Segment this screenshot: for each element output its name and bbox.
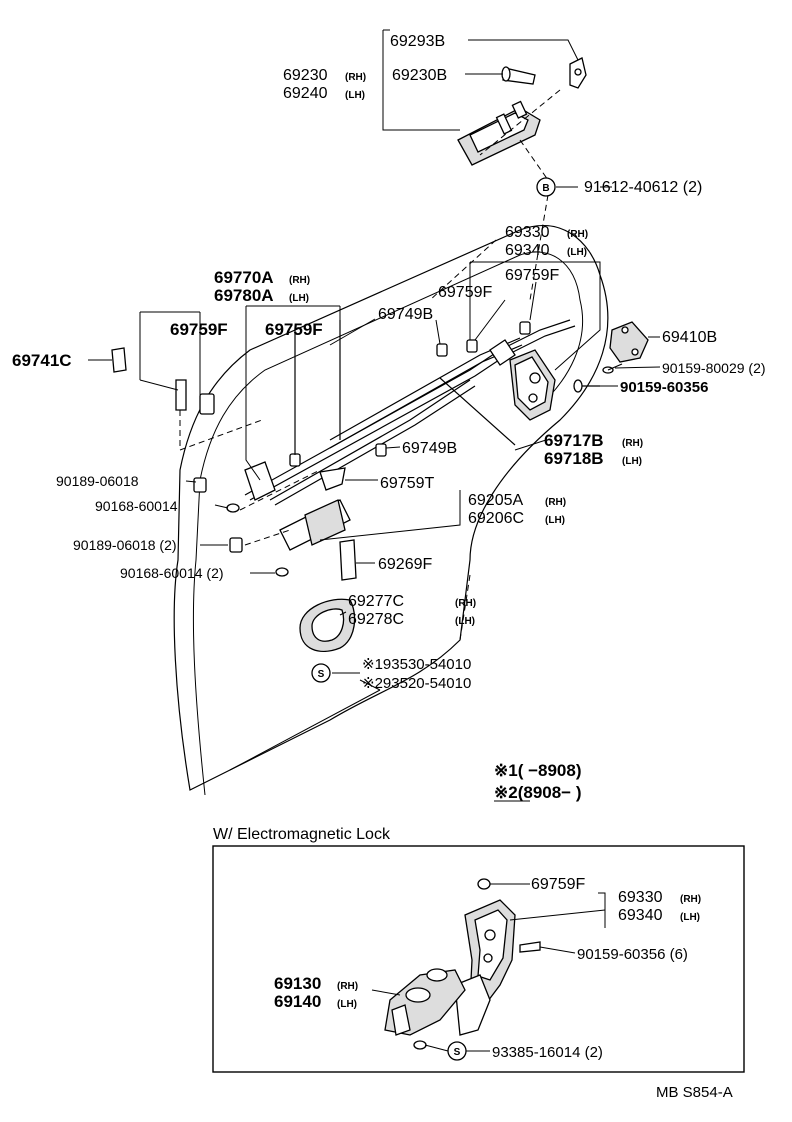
clips [175,321,531,467]
left-fasteners [193,461,289,577]
label-69293B: 69293B [390,33,445,50]
label-69759F-top: 69759F [505,267,559,284]
svg-text:(RH): (RH) [622,438,643,449]
svg-text:S: S [454,1047,461,1058]
label-69340: 69340 [505,242,550,259]
inset-label-93385-16014: 93385-16014 (2) [492,1044,603,1061]
svg-text:(RH): (RH) [680,894,701,905]
svg-text:(RH): (RH) [567,229,588,240]
inset-label-69130: 69130 [274,974,321,993]
marker-s: S [311,663,331,683]
label-90189-06018: 90189-06018 [56,473,139,489]
label-69759F-left: 69759F [170,320,228,339]
label-69759T: 69759T [380,475,434,492]
inset-label-69759F: 69759F [531,876,585,893]
svg-text:S: S [318,669,325,680]
inside-handle-assembly [279,467,357,652]
inset-label-69330: 69330 [618,889,663,906]
label-69230B: 69230B [392,67,447,84]
svg-text:(RH): (RH) [345,72,366,83]
part-69741C [111,347,127,373]
legend-note-1: ※1( −8908) [494,761,582,780]
label-69269F: 69269F [378,556,432,573]
label-69330: 69330 [505,224,550,241]
svg-text:(LH): (LH) [345,90,365,101]
svg-text:(RH): (RH) [289,275,310,286]
svg-text:(LH): (LH) [337,999,357,1010]
label-69410B: 69410B [662,329,717,346]
label-90168-60014-2: 90168-60014 (2) [120,565,224,581]
label-69230: 69230 [283,67,328,84]
svg-text:(RH): (RH) [337,981,358,992]
label-90189-06018-2: 90189-06018 (2) [73,537,177,553]
marker-b: B [536,177,556,197]
screw-90159-80029 [602,363,623,374]
outside-handle-assembly [457,57,587,166]
label-69749B-top: 69749B [378,306,433,323]
label-90159-80029: 90159-80029 (2) [662,360,766,376]
drawing-code: MB S854-A [656,1084,733,1101]
door-lock-assembly [489,339,556,421]
svg-text:B: B [542,183,549,194]
label-69278C: 69278C [348,611,404,628]
legend-note-2: ※2(8908− ) [494,783,582,802]
label-69718B: 69718B [544,449,604,468]
part-labels: 69293B 69230 (RH) 69240 (LH) 69230B 9161… [12,33,766,692]
label-90168-60014: 90168-60014 [95,498,178,514]
leader-lines [88,186,661,771]
label-69770A: 69770A [214,268,274,287]
svg-text:(LH): (LH) [289,293,309,304]
svg-text:(RH): (RH) [545,497,566,508]
label-69780A: 69780A [214,286,274,305]
svg-text:(LH): (LH) [622,456,642,467]
label-69205A: 69205A [468,492,523,509]
inset-electromagnetic-lock: W/ Electromagnetic Lock S 69759F 69330 (… [212,826,745,1073]
svg-text:(LH): (LH) [455,616,475,627]
svg-text:(LH): (LH) [567,247,587,258]
label-69759F-mid: 69759F [438,284,492,301]
label-193530-54010: ※193530-54010 [362,656,471,673]
label-69206C: 69206C [468,510,524,527]
screw-90159-60356 [573,379,600,393]
svg-text:(LH): (LH) [680,912,700,923]
label-90159-60356: 90159-60356 [620,379,708,396]
label-91612-40612: 91612-40612 (2) [584,179,702,196]
label-69759F-center: 69759F [265,320,323,339]
svg-text:(RH): (RH) [455,598,476,609]
label-69741C: 69741C [12,351,72,370]
inset-label-69140: 69140 [274,992,321,1011]
label-69749B-mid: 69749B [402,440,457,457]
label-69240: 69240 [283,85,328,102]
inset-label-69340: 69340 [618,907,663,924]
legend: ※1( −8908) ※2(8908− ) [494,761,582,802]
label-69717B: 69717B [544,431,604,450]
inset-title: W/ Electromagnetic Lock [213,826,391,843]
door-striker [609,321,649,363]
svg-text:(LH): (LH) [545,515,565,526]
label-69277C: 69277C [348,593,404,610]
label-293520-54010: ※293520-54010 [362,675,471,692]
inset-label-90159-60356: 90159-60356 (6) [577,946,688,963]
